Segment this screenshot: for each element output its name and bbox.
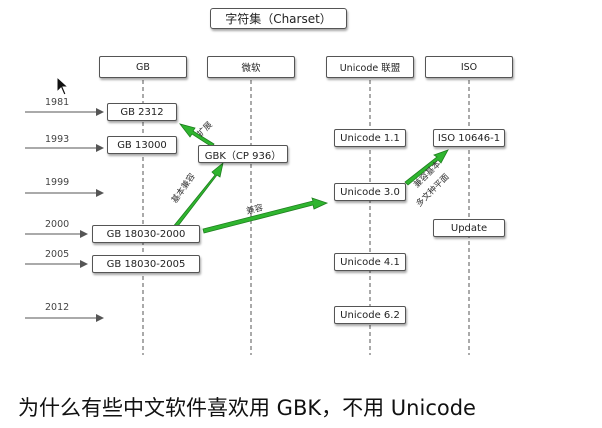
year-label-1999: 1999: [45, 177, 70, 188]
year-label-1993: 1993: [45, 134, 70, 145]
year-label-1981: 1981: [45, 97, 70, 108]
box-gb18030-2000: GB 18030-2000: [92, 225, 200, 243]
box-gb2312: GB 2312: [107, 103, 177, 121]
column-header-iso: ISO: [425, 56, 513, 78]
year-label-2005: 2005: [45, 249, 70, 260]
box-update: Update: [433, 219, 505, 237]
box-unicode-4-1: Unicode 4.1: [334, 253, 406, 271]
arrow-basic-compat: [171, 161, 224, 231]
arrow-iso: [404, 149, 449, 186]
box-gb13000: GB 13000: [107, 136, 177, 154]
box-iso10646: ISO 10646-1: [433, 129, 505, 147]
arrow-expand: [178, 123, 215, 148]
diagram-title: 字符集（Charset）: [210, 8, 347, 29]
box-unicode-1-1: Unicode 1.1: [334, 129, 406, 147]
column-header-microsoft: 微软: [207, 56, 295, 78]
column-header-gb: GB: [99, 56, 187, 78]
box-gbk: GBK（CP 936）: [198, 145, 288, 163]
year-label-2012: 2012: [45, 302, 70, 313]
box-unicode-6-2: Unicode 6.2: [334, 306, 406, 324]
box-unicode-3-0: Unicode 3.0: [334, 183, 406, 201]
box-gb18030-2005: GB 18030-2005: [92, 255, 200, 273]
year-label-2000: 2000: [45, 219, 70, 230]
mouse-pointer-icon: [56, 76, 70, 96]
column-header-unicode: Unicode 联盟: [326, 56, 414, 78]
arrow-compat: [202, 197, 329, 234]
caption-text: 为什么有些中文软件喜欢用 GBK，不用 Unicode: [18, 396, 476, 420]
